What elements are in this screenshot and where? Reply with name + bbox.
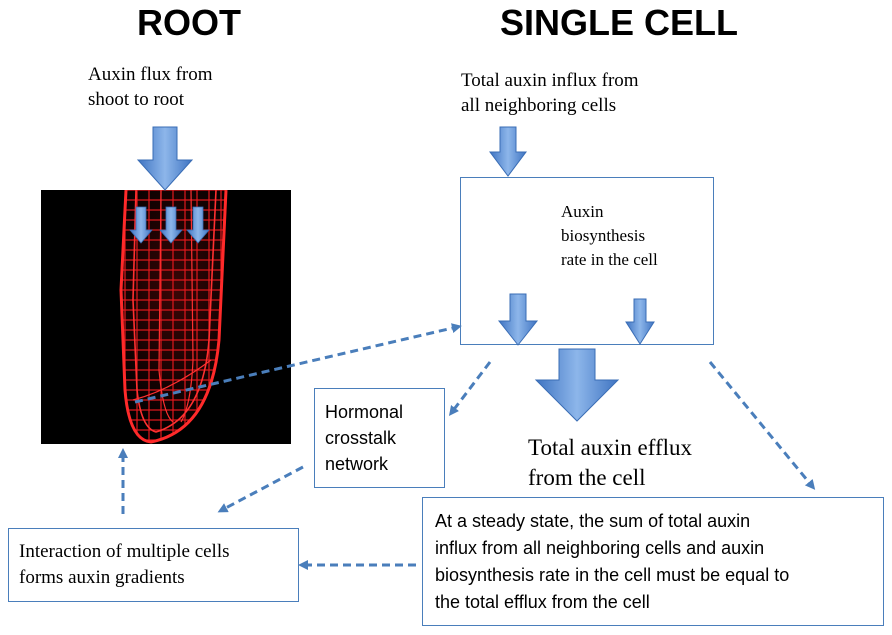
hormonal-label: Hormonal crosstalk network [325, 399, 403, 477]
root-heading: ROOT [137, 2, 241, 43]
total-influx-line-2: all neighboring cells [461, 95, 617, 116]
efflux-arrow [534, 348, 620, 422]
steady-state-label: At a steady state, the sum of total auxi… [435, 508, 789, 616]
single-cell-heading: SINGLE CELL [500, 2, 739, 43]
influx-arrow [489, 126, 527, 177]
efflux-label: Total auxin efflux from the cell [528, 433, 692, 493]
interaction-label: Interaction of multiple cells forms auxi… [19, 539, 230, 591]
biosynthesis-line-1: Auxin [561, 202, 604, 221]
interaction-box: Interaction of multiple cells forms auxi… [8, 528, 299, 602]
root-inner-arrow-2 [159, 206, 183, 244]
efflux-line-2: from the cell [528, 465, 646, 490]
total-influx-label: Total auxin influx from all neighboring … [461, 68, 639, 118]
root-inner-arrow-1 [129, 206, 153, 244]
auxin-biosynthesis-box: Auxin biosynthesis rate in the cell [460, 177, 714, 345]
biosynthesis-line-3: rate in the cell [561, 250, 658, 269]
shoot-to-root-arrow [136, 126, 194, 191]
steady-line-4: the total efflux from the cell [435, 592, 650, 612]
dashed-arrow-hormonal-to-interaction [217, 465, 304, 513]
hormonal-line-2: crosstalk [325, 428, 397, 448]
dashed-arrow-cell-to-hormonal [448, 361, 492, 416]
dashed-arrow-cell-to-steady [708, 361, 816, 490]
steady-line-2: influx from all neighboring cells and au… [435, 538, 765, 558]
steady-state-box: At a steady state, the sum of total auxi… [422, 497, 884, 626]
efflux-line-1: Total auxin efflux [528, 435, 693, 460]
biosynthesis-label: Auxin biosynthesis rate in the cell [561, 200, 658, 272]
hormonal-crosstalk-box: Hormonal crosstalk network [314, 388, 445, 488]
cell-inner-arrow-right [625, 298, 655, 345]
dashed-arrow-root-to-cell [134, 323, 462, 404]
total-influx-line-1: Total auxin influx from [461, 70, 639, 91]
cell-inner-arrow-left [497, 293, 539, 346]
auxin-flux-line-1: Auxin flux from [88, 64, 213, 85]
steady-line-3: biosynthesis rate in the cell must be eq… [435, 565, 790, 585]
auxin-flux-line-2: shoot to root [88, 89, 185, 110]
hormonal-line-3: network [325, 454, 389, 474]
biosynthesis-line-2: biosynthesis [561, 226, 646, 245]
interaction-line-1: Interaction of multiple cells [19, 541, 230, 562]
root-inner-arrow-3 [186, 206, 210, 244]
steady-line-1: At a steady state, the sum of total auxi… [435, 511, 751, 531]
hormonal-line-1: Hormonal [325, 402, 404, 422]
auxin-flux-label: Auxin flux from shoot to root [88, 62, 213, 112]
interaction-line-2: forms auxin gradients [19, 567, 185, 588]
